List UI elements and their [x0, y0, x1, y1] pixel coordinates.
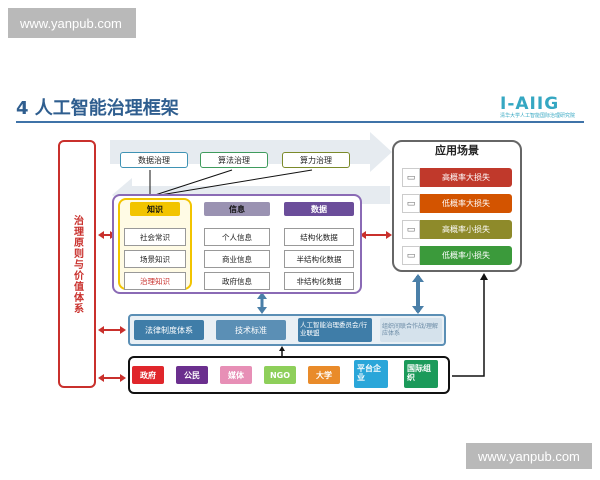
data-item: 结构化数据 — [284, 228, 354, 246]
scenario-item: ▭ 高概率小损失 — [402, 220, 512, 239]
actor-international-org: 国际组织 — [404, 360, 438, 388]
mechanism-item: 法律制度体系 — [134, 320, 204, 340]
info-item: 个人信息 — [204, 228, 270, 246]
governance-principles-pillar: 治理原则与价值体系 — [58, 140, 96, 388]
actor-government: 政府 — [132, 366, 164, 384]
actor-ngo: NGO — [264, 366, 296, 384]
data-title: 数据 — [284, 202, 354, 216]
knowledge-item: 社会常识 — [124, 228, 186, 246]
info-item: 政府信息 — [204, 272, 270, 290]
actor-university: 大学 — [308, 366, 340, 384]
watermark-top: www.yanpub.com — [8, 8, 136, 38]
scenario-label: 低概率大损失 — [442, 199, 490, 208]
mechanism-item: 技术标准 — [216, 320, 286, 340]
application-scenarios-title: 应用场景 — [435, 144, 479, 157]
compute-governance-tag: 算力治理 — [282, 152, 350, 168]
logo: I-AIIG — [500, 94, 560, 114]
info-item: 商业信息 — [204, 250, 270, 268]
actor-platform-enterprise: 平台企业 — [354, 360, 388, 388]
monitor-icon: ▭ — [402, 194, 420, 213]
data-governance-tag: 数据治理 — [120, 152, 188, 168]
black-arrow-right — [452, 276, 485, 377]
monitor-icon: ▭ — [402, 168, 420, 187]
data-item: 半结构化数据 — [284, 250, 354, 268]
mechanism-item: 组织间联合作战/理解应体系 — [380, 318, 442, 342]
knowledge-item: 治理知识 — [124, 272, 186, 290]
actor-citizen: 公民 — [176, 366, 208, 384]
scenario-item: ▭ 高概率大损失 — [402, 168, 512, 187]
scenario-item: ▭ 低概率小损失 — [402, 246, 512, 265]
data-item: 非结构化数据 — [284, 272, 354, 290]
knowledge-item: 场景知识 — [124, 250, 186, 268]
line-k-algo — [151, 169, 233, 197]
line-k-compute — [153, 169, 313, 197]
monitor-icon: ▭ — [402, 220, 420, 239]
monitor-icon: ▭ — [402, 246, 420, 265]
actor-media: 媒体 — [220, 366, 252, 384]
scenario-label: 低概率小损失 — [442, 251, 490, 260]
knowledge-title: 知识 — [130, 202, 180, 216]
mechanism-item: 人工智能治理委员会/行业联盟 — [298, 318, 372, 342]
info-title: 信息 — [204, 202, 270, 216]
watermark-bottom: www.yanpub.com — [466, 443, 592, 469]
scenario-label: 高概率大损失 — [442, 173, 490, 182]
scenario-item: ▭ 低概率大损失 — [402, 194, 512, 213]
logo-subtitle: 清华大学人工智能国际治理研究院 — [500, 113, 576, 119]
scenario-label: 高概率小损失 — [442, 225, 490, 234]
page-title: 4 人工智能治理框架 — [16, 98, 179, 119]
title-divider — [16, 121, 584, 123]
algorithm-governance-tag: 算法治理 — [200, 152, 268, 168]
